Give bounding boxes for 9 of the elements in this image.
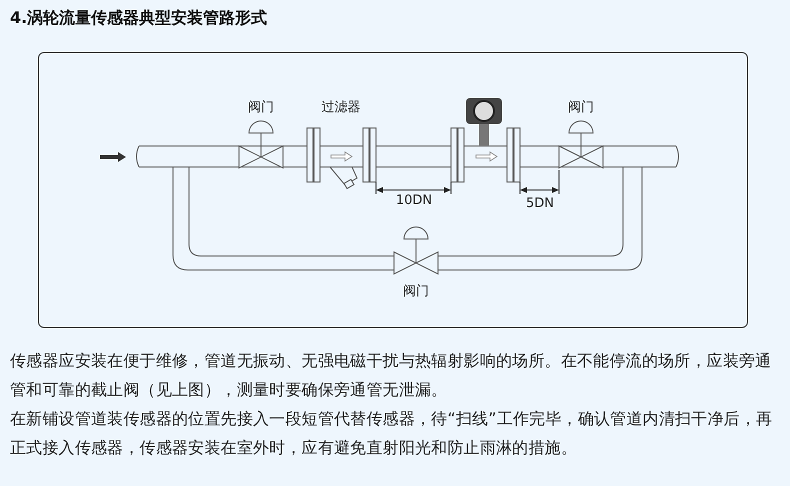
paragraph: 传感器应安装在便于维修，管道无振动、无强电磁干扰与热辐射影响的场所。在不能停流的场所，应装旁通管和可靠的截止阀（见上图），测量时要确保旁通管无泄漏。 [10,350,772,401]
filter-label: 过滤器 [322,100,360,116]
heading: 4.涡轮流量传感器典型安装管路形式 [10,7,268,29]
valve-label: 阀门 [248,100,274,116]
dimension-label: 5DN [526,196,554,212]
valve-label: 阀门 [403,284,429,300]
dimension-label: 10DN [396,193,432,209]
paragraph: 在新铺设管道装传感器的位置先接入一段短管代替传感器，待“扫线”工作完毕，确认管道内清扫干净后，再正式接入传感器，传感器安装在室外时，应有避免直射阳光和防止雨淋的措施。 [10,408,774,459]
valve-label: 阀门 [568,100,594,116]
